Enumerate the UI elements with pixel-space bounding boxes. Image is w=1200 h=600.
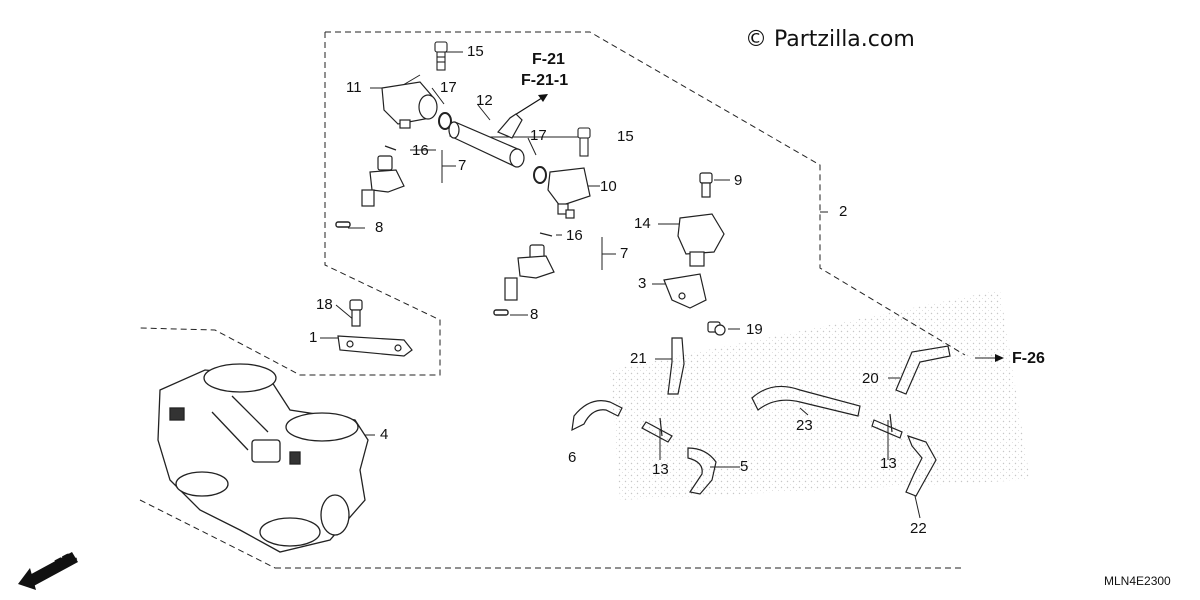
bolt-15-top	[434, 41, 448, 71]
callout-7-left[interactable]: 7	[458, 157, 467, 174]
ref-fuel-rail-2[interactable]: F-21-1	[521, 72, 569, 89]
assembly-outline	[139, 31, 966, 569]
hose-23	[751, 385, 861, 417]
callout-19[interactable]: 19	[746, 321, 763, 338]
hose-6	[571, 400, 623, 432]
callout-5[interactable]: 5	[740, 458, 749, 475]
callout-14[interactable]: 14	[634, 215, 651, 232]
stay-1	[337, 299, 413, 357]
joint-11	[381, 81, 438, 129]
callout-8-left[interactable]: 8	[375, 219, 384, 236]
callout-12[interactable]: 12	[476, 92, 493, 109]
bolt-19	[707, 321, 726, 336]
callout-17-top[interactable]: 17	[440, 79, 457, 96]
joint-13	[641, 413, 903, 443]
stay-3	[663, 273, 707, 309]
callout-13-left[interactable]: 13	[652, 461, 669, 478]
front-indicator: FR.	[52, 547, 80, 573]
callout-15-right[interactable]: 15	[617, 128, 634, 145]
callout-23[interactable]: 23	[796, 417, 813, 434]
callout-11[interactable]: 11	[346, 79, 362, 96]
callout-10[interactable]: 10	[600, 178, 617, 195]
callout-22[interactable]: 22	[910, 520, 927, 537]
callout-18[interactable]: 18	[316, 296, 333, 313]
callout-16-left[interactable]: 16	[412, 142, 429, 159]
o-ring-17	[438, 112, 547, 184]
callout-2[interactable]: 2	[839, 203, 848, 220]
callout-17-right[interactable]: 17	[530, 127, 547, 144]
callout-16-right[interactable]: 16	[566, 227, 583, 244]
hose-22	[905, 435, 937, 497]
throttle-body-4	[157, 363, 369, 553]
callout-1[interactable]: 1	[309, 329, 318, 346]
callout-13-right[interactable]: 13	[880, 455, 897, 472]
diagram-code: MLN4E2300	[1104, 574, 1171, 588]
watermark-text: © Partzilla.com	[745, 27, 915, 52]
callout-7-right[interactable]: 7	[620, 245, 629, 262]
callout-20[interactable]: 20	[862, 370, 879, 387]
callout-6[interactable]: 6	[568, 449, 577, 466]
bolt-15-right	[577, 127, 591, 157]
injector-7-right	[504, 232, 555, 301]
callout-8-right[interactable]: 8	[530, 306, 539, 323]
callout-15-top[interactable]: 15	[467, 43, 484, 60]
hose-5	[687, 447, 717, 495]
callout-3[interactable]: 3	[638, 275, 647, 292]
seal-8	[335, 221, 509, 316]
joint-10	[547, 167, 591, 219]
ref-vent[interactable]: F-26	[1012, 350, 1045, 367]
callout-21[interactable]: 21	[630, 350, 647, 367]
fuel-rail-12	[448, 113, 525, 168]
ref-fuel-rail-1[interactable]: F-21	[532, 51, 565, 68]
hose-21	[667, 337, 685, 395]
callout-4[interactable]: 4	[380, 426, 389, 443]
callout-9[interactable]: 9	[734, 172, 743, 189]
hose-20	[895, 345, 951, 395]
sensor-14	[677, 172, 725, 267]
injector-7-left	[361, 145, 405, 207]
